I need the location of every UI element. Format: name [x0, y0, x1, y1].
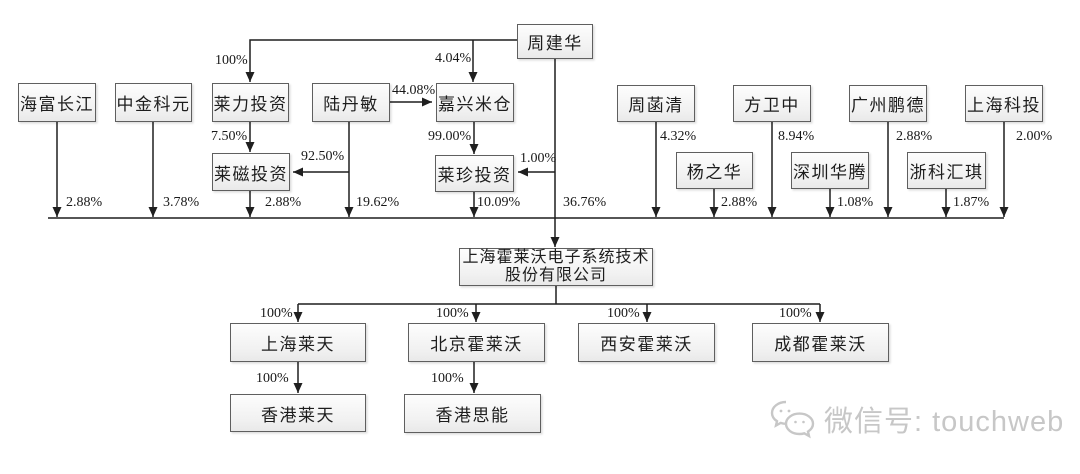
node-fang-weizhong: 方卫中: [733, 85, 811, 122]
node-laili-investment: 莱力投资: [212, 83, 289, 122]
node-haifu-changjiang: 海富长江: [18, 83, 96, 122]
watermark-text: 微信号: touchweb: [824, 406, 1065, 438]
node-xian-huolaiwo: 西安霍莱沃: [578, 323, 715, 362]
watermark: 微信号: touchweb: [768, 398, 1064, 440]
node-jiaxing-micang: 嘉兴米仓: [436, 83, 514, 122]
ownership-pct-label: 3.78%: [163, 195, 200, 210]
ownership-pct-label: 2.88%: [66, 195, 103, 210]
node-laizhen-investment: 莱珍投资: [435, 155, 514, 192]
ownership-pct-label: 100%: [260, 306, 293, 321]
ownership-pct-label: 2.00%: [1016, 129, 1053, 144]
node-guangzhou-pengde: 广州鹏德: [849, 85, 927, 122]
ownership-pct-label: 100%: [215, 53, 248, 68]
ownership-pct-label: 4.32%: [660, 129, 697, 144]
ownership-pct-label: 44.08%: [392, 83, 436, 98]
node-zhongjin-keyuan: 中金科元: [115, 83, 192, 122]
ownership-pct-label: 100%: [431, 371, 464, 386]
ownership-pct-label: 1.08%: [837, 195, 874, 210]
node-main-company: 上海霍莱沃电子系统技术 股份有限公司: [459, 248, 653, 286]
node-hongkong-sineng: 香港思能: [404, 394, 541, 433]
node-chengdu-huolaiwo: 成都霍莱沃: [752, 323, 889, 362]
ownership-pct-label: 100%: [607, 306, 640, 321]
ownership-pct-label: 2.88%: [265, 195, 302, 210]
node-zhou-hanqing: 周菡清: [617, 85, 695, 122]
node-laici-investment: 莱磁投资: [212, 153, 290, 191]
ownership-pct-label: 8.94%: [778, 129, 815, 144]
company-name-line2: 股份有限公司: [504, 267, 607, 284]
ownership-pct-label: 36.76%: [563, 195, 607, 210]
node-hongkong-laitian: 香港莱天: [230, 394, 366, 432]
ownership-pct-label: 2.88%: [721, 195, 758, 210]
node-zheke-huiqi: 浙科汇琪: [907, 152, 986, 189]
company-name-line1: 上海霍莱沃电子系统技术: [462, 249, 650, 266]
ownership-pct-label: 7.50%: [211, 129, 248, 144]
ownership-pct-label: 19.62%: [356, 195, 400, 210]
ownership-pct-label: 100%: [256, 371, 289, 386]
wechat-icon: [768, 398, 816, 440]
node-shanghai-ketou: 上海科投: [965, 85, 1043, 122]
ownership-pct-label: 92.50%: [301, 149, 345, 164]
ownership-pct-label: 100%: [436, 306, 469, 321]
ownership-pct-label: 2.88%: [896, 129, 933, 144]
node-shenzhen-huateng: 深圳华腾: [791, 152, 869, 189]
ownership-pct-label: 99.00%: [428, 129, 472, 144]
node-shanghai-laitian: 上海莱天: [230, 323, 366, 362]
node-yang-zhihua: 杨之华: [676, 152, 753, 189]
node-beijing-huolaiwo: 北京霍莱沃: [408, 323, 545, 362]
ownership-pct-label: 4.04%: [435, 51, 472, 66]
ownership-pct-label: 1.00%: [520, 151, 557, 166]
node-zhou-jianhua: 周建华: [517, 24, 593, 59]
ownership-pct-label: 10.09%: [477, 195, 521, 210]
ownership-pct-label: 100%: [779, 306, 812, 321]
ownership-pct-label: 1.87%: [953, 195, 990, 210]
node-lu-danmin: 陆丹敏: [312, 83, 390, 122]
